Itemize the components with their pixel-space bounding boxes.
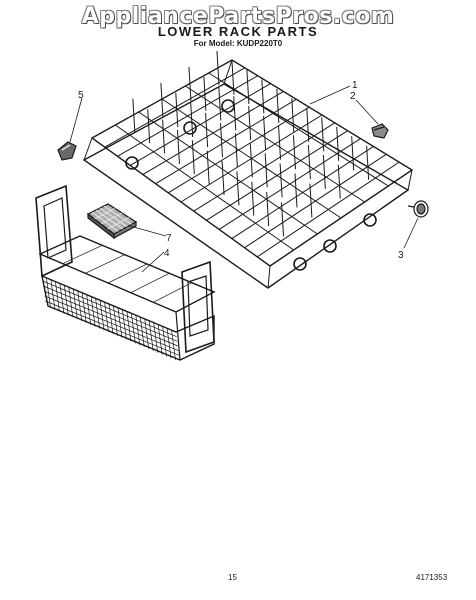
rack-tine <box>351 136 355 171</box>
rack-tine <box>307 145 311 180</box>
rack-wire <box>138 111 318 235</box>
page-title: LOWER RACK PARTS <box>157 24 319 39</box>
rack-tine <box>162 119 166 154</box>
rack-wheel <box>363 213 377 227</box>
basket-divider <box>107 263 148 284</box>
rack-tine <box>218 86 222 121</box>
rack-tine <box>279 163 283 198</box>
rack-tine <box>292 135 296 170</box>
watermark: AppliancePartsPros.com <box>81 4 395 29</box>
rack-tine <box>337 164 341 199</box>
rack-tine <box>306 107 310 142</box>
rack-tine <box>175 92 179 127</box>
rack-tine <box>147 109 151 144</box>
rack-tine <box>231 60 235 95</box>
rack-tine <box>221 160 225 195</box>
rack-tine <box>246 69 250 105</box>
rack-tine <box>188 66 192 101</box>
basket-wire <box>43 290 179 347</box>
basket-wire <box>45 300 180 356</box>
callout-7: 7 <box>166 233 172 244</box>
callout-4: 4 <box>164 248 170 259</box>
rack-tine <box>281 202 285 237</box>
rack-tine <box>278 125 282 160</box>
callout-2: 2 <box>350 91 356 102</box>
rack-tine <box>248 106 252 141</box>
rack-tine <box>216 51 220 86</box>
rack-tine <box>205 113 209 148</box>
rack-tine <box>321 117 325 152</box>
cover-slot <box>94 208 116 220</box>
rack-tine <box>206 150 210 185</box>
rack-tine <box>176 129 180 164</box>
rack-wheel <box>221 99 235 113</box>
rack-wheel <box>183 121 197 135</box>
callout-1: 1 <box>352 80 358 91</box>
rack-tine <box>264 153 268 188</box>
rack-tine <box>261 79 265 114</box>
rack-wire <box>185 85 365 203</box>
basket-divider <box>62 245 103 264</box>
rack-wire <box>115 124 294 251</box>
basket-divider <box>130 273 170 293</box>
rack-tine <box>249 143 253 178</box>
rack-tine <box>366 145 370 180</box>
rack-tine <box>132 98 136 133</box>
rack-tine <box>309 183 313 218</box>
roller-wheel <box>407 200 429 218</box>
model-subtitle: For Model: KUDP220T0 <box>193 39 283 48</box>
rack-wheel <box>323 239 337 253</box>
rack-tine <box>191 140 195 175</box>
page-number: 15 <box>228 573 237 582</box>
basket-divider <box>153 282 192 303</box>
rack-tine <box>266 192 270 227</box>
callout-5: 5 <box>78 90 84 101</box>
rack-bumper <box>57 141 77 161</box>
lower-rack <box>82 51 414 289</box>
rack-tine <box>291 98 295 133</box>
rack-tine <box>276 88 280 123</box>
basket-cover <box>86 203 138 240</box>
rack-wheel <box>125 156 139 170</box>
rack-tine <box>234 133 238 168</box>
rack-tine <box>336 126 340 161</box>
leader-lines <box>69 85 419 273</box>
roller-clip <box>371 123 389 139</box>
basket-wire <box>43 285 178 342</box>
callout-3: 3 <box>398 250 404 261</box>
rack-tine <box>190 102 194 138</box>
rack-tine <box>233 96 237 131</box>
rack-tine <box>251 181 255 216</box>
document-number: 4171353 <box>416 573 448 582</box>
rack-tine <box>236 171 240 206</box>
basket-wire <box>42 280 177 337</box>
cover-slot <box>107 217 130 230</box>
rack-tine <box>203 76 207 111</box>
cover-slot <box>100 212 123 225</box>
basket-wire <box>44 295 179 351</box>
rack-wire <box>208 72 389 187</box>
rack-wheel <box>293 257 307 271</box>
basket-divider <box>85 254 125 274</box>
rack-tines <box>132 51 370 237</box>
rack-tine <box>322 154 326 189</box>
rack-tine <box>263 115 267 150</box>
silverware-basket <box>35 184 216 361</box>
rack-tine <box>160 82 164 117</box>
rack-tine <box>220 123 223 158</box>
rack-tine <box>294 173 298 208</box>
